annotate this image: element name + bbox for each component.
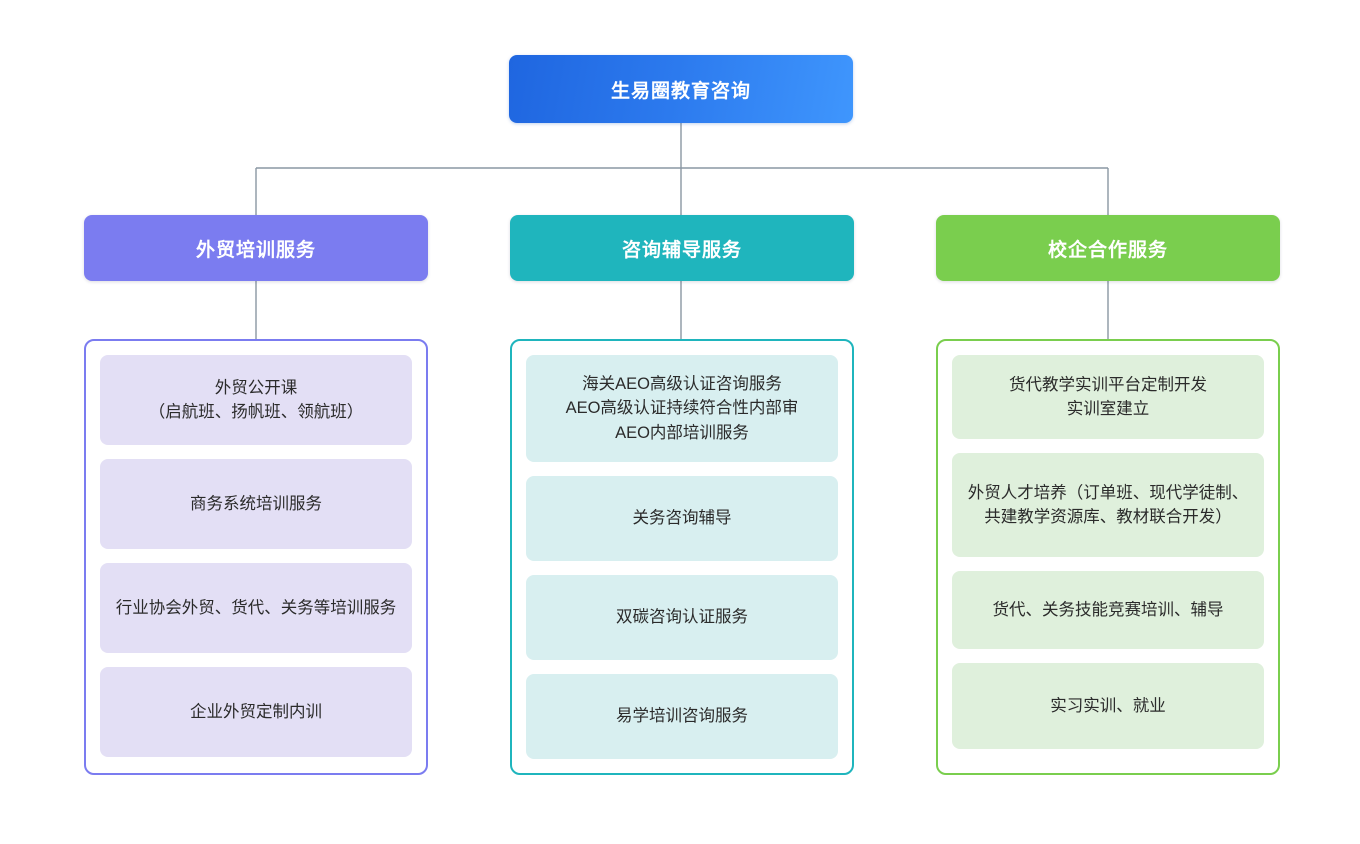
service-item-label: 外贸人才培养（订单班、现代学徒制、共建教学资源库、教材联合开发） <box>967 483 1249 526</box>
service-item-card[interactable]: 海关AEO高级认证咨询服务 AEO高级认证持续符合性内部审 AEO内部培训服务 <box>526 355 838 462</box>
service-item-label: 海关AEO高级认证咨询服务 AEO高级认证持续符合性内部审 AEO内部培训服务 <box>565 374 799 442</box>
root-node[interactable]: 生易圈教育咨询 <box>509 55 853 123</box>
service-item-label: 外贸公开课 （启航班、扬帆班、领航班） <box>148 378 364 421</box>
branch-header-foreign-trade-training[interactable]: 外贸培训服务 <box>84 215 428 281</box>
service-item-card[interactable]: 商务系统培训服务 <box>100 459 412 549</box>
root-node-label: 生易圈教育咨询 <box>610 80 751 102</box>
branch-column-school-enterprise-cooperation: 校企合作服务 <box>936 215 1280 281</box>
service-item-label: 关务咨询辅导 <box>632 509 732 528</box>
branch-group-box-foreign-trade-training: 外贸公开课 （启航班、扬帆班、领航班） 商务系统培训服务 行业协会外贸、货代、关… <box>84 339 428 775</box>
branch-header-label: 外贸培训服务 <box>195 239 316 261</box>
service-item-label: 易学培训咨询服务 <box>616 707 748 726</box>
service-item-label: 商务系统培训服务 <box>190 494 322 513</box>
service-item-label: 双碳咨询认证服务 <box>616 608 748 627</box>
branch-header-label: 咨询辅导服务 <box>621 239 742 261</box>
branch-group-box-school-enterprise-cooperation: 货代教学实训平台定制开发 实训室建立 外贸人才培养（订单班、现代学徒制、共建教学… <box>936 339 1280 775</box>
branch-header-consulting-tutoring[interactable]: 咨询辅导服务 <box>510 215 854 281</box>
branch-column-consulting-tutoring: 咨询辅导服务 <box>510 215 854 281</box>
service-item-card[interactable]: 实习实训、就业 <box>952 663 1264 749</box>
service-item-card[interactable]: 易学培训咨询服务 <box>526 673 838 760</box>
service-item-card[interactable]: 货代、关务技能竞赛培训、辅导 <box>952 571 1264 649</box>
service-item-label: 企业外贸定制内训 <box>190 702 322 721</box>
branch-header-label: 校企合作服务 <box>1047 239 1168 261</box>
service-item-label: 实习实训、就业 <box>1050 696 1166 715</box>
service-item-card[interactable]: 外贸人才培养（订单班、现代学徒制、共建教学资源库、教材联合开发） <box>952 453 1264 557</box>
branch-group-box-consulting-tutoring: 海关AEO高级认证咨询服务 AEO高级认证持续符合性内部审 AEO内部培训服务 … <box>510 339 854 775</box>
service-item-card[interactable]: 货代教学实训平台定制开发 实训室建立 <box>952 355 1264 439</box>
service-item-card[interactable]: 企业外贸定制内训 <box>100 667 412 757</box>
service-item-card[interactable]: 行业协会外贸、货代、关务等培训服务 <box>100 563 412 653</box>
service-item-card[interactable]: 外贸公开课 （启航班、扬帆班、领航班） <box>100 355 412 445</box>
service-item-label: 行业协会外贸、货代、关务等培训服务 <box>115 598 397 617</box>
service-item-card[interactable]: 关务咨询辅导 <box>526 475 838 561</box>
service-item-card[interactable]: 双碳咨询认证服务 <box>526 574 838 660</box>
branch-header-school-enterprise-cooperation[interactable]: 校企合作服务 <box>936 215 1280 281</box>
branch-column-foreign-trade-training: 外贸培训服务 <box>84 215 428 281</box>
service-item-label: 货代教学实训平台定制开发 实训室建立 <box>1009 375 1207 418</box>
service-item-label: 货代、关务技能竞赛培训、辅导 <box>992 600 1224 619</box>
